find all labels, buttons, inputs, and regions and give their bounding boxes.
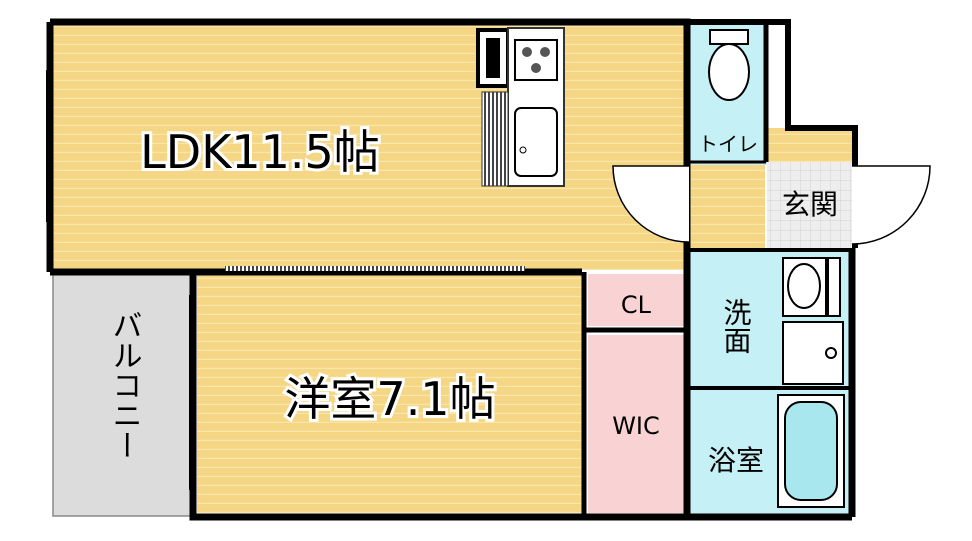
western-room-label: 洋室7.1帖	[284, 372, 495, 426]
bathtub-icon	[777, 394, 845, 508]
ldk-door-swing	[612, 165, 690, 243]
walls	[46, 18, 858, 521]
step-floor	[767, 128, 852, 162]
balcony-label: バルコニー	[107, 310, 142, 460]
cabinet	[827, 257, 841, 317]
wic-floor	[588, 335, 684, 513]
closet-floor	[588, 274, 684, 326]
balcony-floor	[52, 271, 194, 517]
kitchen-counter	[476, 27, 565, 187]
entrance-door-swing	[851, 165, 931, 245]
western-room-floor	[197, 272, 584, 513]
hall-floor	[689, 165, 765, 249]
washing-machine-icon	[782, 321, 844, 385]
stove-icon	[514, 39, 558, 81]
closet-label: CL	[621, 291, 652, 319]
toilet-label: トイレ	[698, 132, 758, 156]
ldk-label: LDK11.5帖	[140, 125, 380, 179]
entrance-floor	[767, 162, 852, 248]
entrance-label: 玄関	[782, 188, 838, 221]
washbasin-icon	[782, 257, 827, 317]
washroom-label: 洗面	[720, 298, 753, 354]
sliding-door	[225, 266, 525, 271]
sink-icon	[514, 107, 558, 177]
bathroom-label: 浴室	[708, 444, 764, 477]
toilet-icon	[708, 29, 750, 101]
wic-label: WIC	[612, 412, 660, 440]
ldk-floor	[53, 25, 685, 270]
